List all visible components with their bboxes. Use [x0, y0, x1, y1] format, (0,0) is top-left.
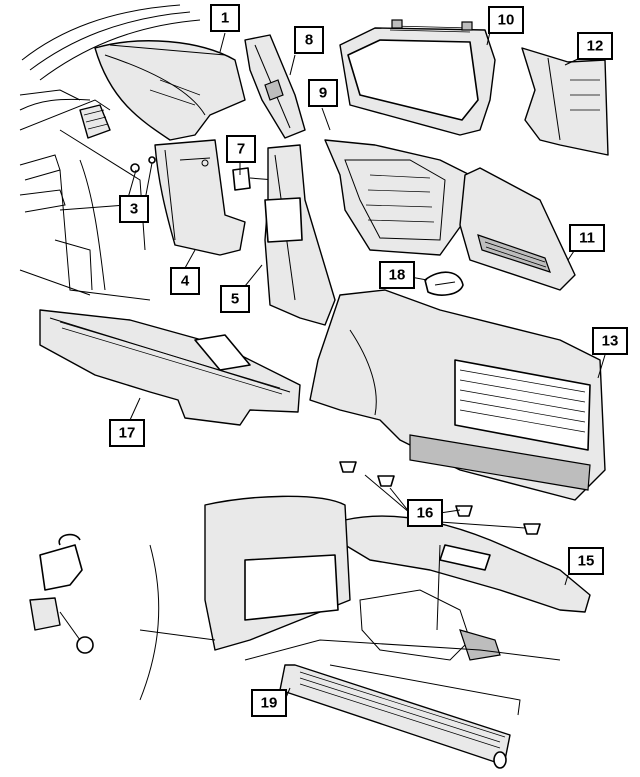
part-13-quarter-trim-lower	[309, 289, 606, 501]
callout-17-label: 17	[119, 425, 136, 442]
callout-5: 5	[220, 285, 250, 313]
part-10-storage-bin	[339, 19, 496, 136]
callout-4-label: 4	[181, 273, 190, 290]
part-11-quarter-trim	[459, 167, 576, 291]
callout-18-label: 18	[389, 267, 406, 284]
callout-5-label: 5	[231, 291, 239, 308]
part-4-lower-pillar-trim	[154, 139, 246, 256]
callout-12-label: 12	[587, 38, 604, 55]
callout-15: 15	[568, 547, 604, 575]
callout-4: 4	[170, 267, 200, 295]
callout-16-label: 16	[417, 505, 434, 522]
part-12-rear-pillar-trim	[521, 47, 609, 156]
part-15-cargo-trim	[204, 495, 591, 661]
part-9-quarter-trim-upper	[324, 139, 471, 256]
detail-view-inset	[29, 533, 216, 701]
part-5-center-pillar-trim	[264, 144, 336, 326]
callout-7: 7	[226, 135, 256, 163]
callout-13: 13	[592, 327, 628, 355]
callout-8: 8	[294, 26, 324, 54]
part-18-cap	[424, 271, 464, 296]
part-16-push-pins	[339, 461, 541, 535]
callout-12: 12	[577, 32, 613, 60]
part-8-pillar-trim	[244, 34, 306, 139]
callout-9: 9	[308, 79, 338, 107]
callout-13-label: 13	[602, 333, 619, 350]
part-19-cargo-cover	[279, 664, 521, 769]
part-1-upper-pillar-trim	[94, 40, 246, 141]
vehicle-body-outline	[19, 4, 201, 301]
callout-19-label: 19	[261, 695, 278, 712]
callout-17: 17	[109, 419, 145, 447]
callout-3-label: 3	[130, 201, 138, 218]
callout-1: 1	[210, 4, 240, 32]
part-17-sill-plate	[39, 309, 301, 426]
callout-7-label: 7	[237, 141, 245, 158]
callout-9-label: 9	[319, 85, 327, 102]
callout-11: 11	[569, 224, 605, 252]
callout-19: 19	[251, 689, 287, 717]
callout-16: 16	[407, 499, 443, 527]
callout-8-label: 8	[305, 32, 313, 49]
callout-15-label: 15	[578, 553, 595, 570]
callout-11-label: 11	[579, 230, 595, 247]
callout-18: 18	[379, 261, 415, 289]
callout-10: 10	[488, 6, 524, 34]
callout-10-label: 10	[498, 12, 515, 29]
callout-3: 3	[119, 195, 149, 223]
callout-1-label: 1	[221, 10, 229, 27]
